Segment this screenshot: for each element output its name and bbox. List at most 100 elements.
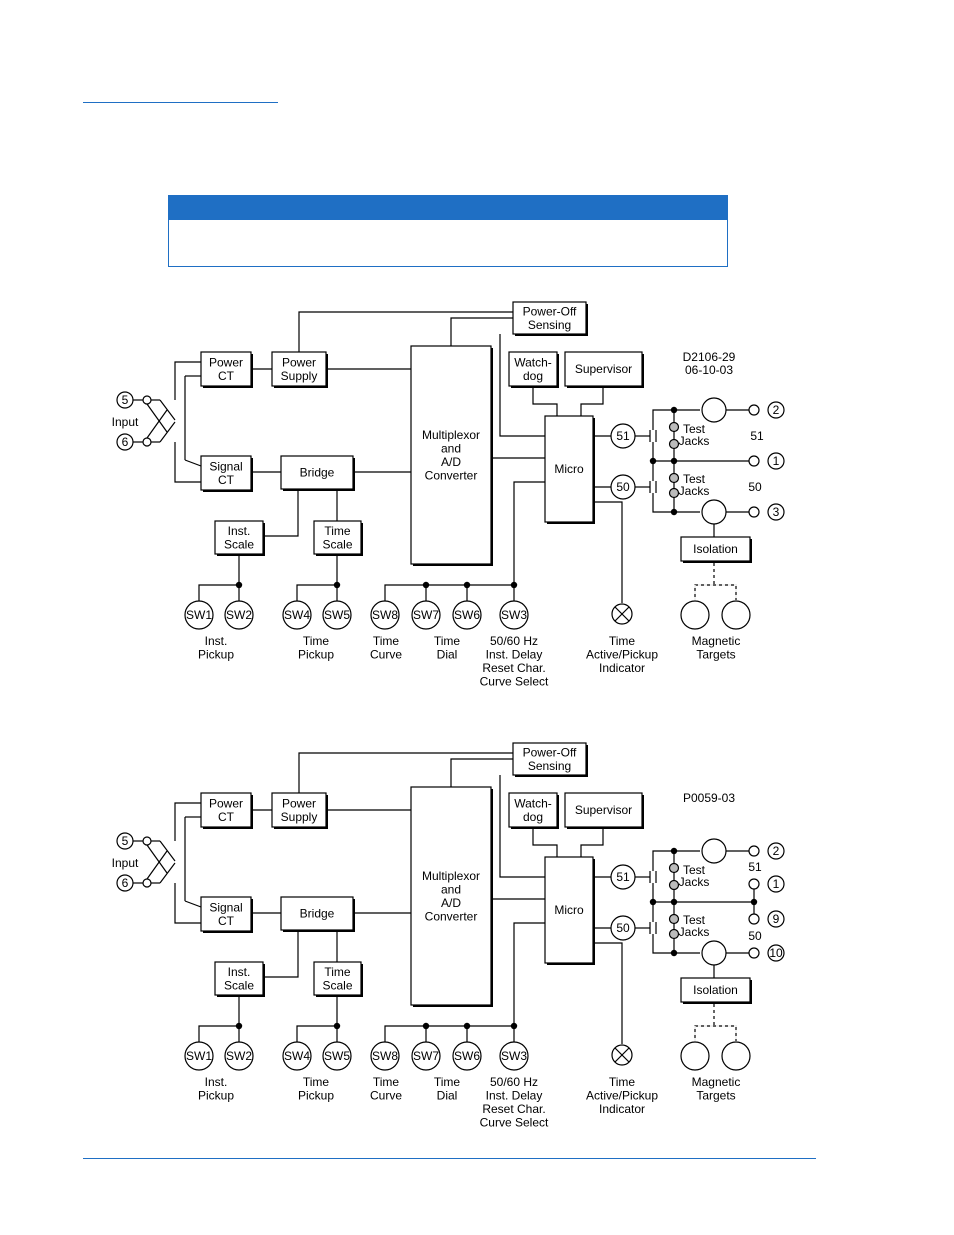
mux-converter-block-label: A/D <box>441 455 461 469</box>
mux-converter-block-label: Multiplexor <box>422 428 480 442</box>
wire <box>198 584 240 601</box>
wire <box>499 775 545 878</box>
junction-dot <box>235 581 243 589</box>
wire <box>593 942 623 1044</box>
wire <box>298 311 513 352</box>
time-dial-label-line: Dial <box>437 1089 458 1103</box>
junction-dot <box>463 581 471 589</box>
power-supply-block-label: Supply <box>281 810 318 824</box>
switch-sw2-label: SW2 <box>226 608 252 622</box>
input-label: Input <box>112 415 139 429</box>
inst-scale-block <box>214 520 264 555</box>
switch-sw6-label: SW6 <box>454 608 480 622</box>
power-off-sensing-block-label: Power-Off <box>523 304 577 318</box>
wire <box>298 752 513 793</box>
magnetic-target-1 <box>680 600 710 630</box>
indicator-label-line: Indicator <box>599 661 645 675</box>
supervisor-block-label: Supervisor <box>575 803 632 817</box>
wire <box>174 442 201 483</box>
magnetic-targets-label-line: Targets <box>696 1089 735 1103</box>
test-jacks-label-upper-line: Test <box>683 422 706 436</box>
terminal-2 <box>767 401 785 419</box>
terminal-3 <box>767 503 785 521</box>
terminal-stud <box>748 506 760 518</box>
switch-sw4-label: SW4 <box>284 1049 310 1063</box>
mux-converter-block-label: Multiplexor <box>422 869 480 883</box>
test-jack <box>668 487 680 499</box>
wire <box>580 827 604 857</box>
terminal-9 <box>767 910 785 928</box>
terminal-stud <box>748 404 760 416</box>
mux-converter-block <box>410 345 492 565</box>
indicator-label-line: Active/Pickup <box>586 648 658 662</box>
dashed-gap <box>694 1025 737 1041</box>
junction-dot <box>463 1022 471 1030</box>
terminal-stud <box>748 913 760 925</box>
terminal-stud <box>748 455 760 467</box>
wire <box>384 584 515 601</box>
diagram-ref-date: 06-10-03 <box>685 363 733 377</box>
watchdog-block-label: Watch- <box>514 355 552 369</box>
time-pickup-label-line: Time <box>303 1075 330 1089</box>
sw3-function-label-line: Curve Select <box>480 675 549 689</box>
test-jacks-label-lower-line: Test <box>683 913 706 927</box>
power-ct-block-label: Power <box>209 796 243 810</box>
target-coil-51 <box>701 838 727 864</box>
test-jack <box>668 862 680 874</box>
wire <box>580 386 604 416</box>
power-ct-block-label: CT <box>218 369 235 383</box>
sw3-function-label-line: 50/60 Hz <box>490 1075 538 1089</box>
sw3-function-label-line: Curve Select <box>480 1116 549 1130</box>
sw3-function-label-line: Reset Char. <box>482 661 545 675</box>
time-curve-label-line: Curve <box>370 648 402 662</box>
junction-dot <box>750 898 758 906</box>
input-label: Input <box>112 856 139 870</box>
magnetic-target-1 <box>680 1041 710 1071</box>
switch-sw7-label: SW7 <box>413 608 439 622</box>
terminal-3-label: 3 <box>773 505 780 519</box>
wire <box>652 934 700 954</box>
wire <box>384 1025 515 1042</box>
power-off-sensing-block-label: Power-Off <box>523 745 577 759</box>
time-dial-label-line: Time <box>434 1075 461 1089</box>
inst-pickup-label-line: Inst. <box>205 1075 228 1089</box>
sw3-function-label-line: Inst. Delay <box>486 1089 543 1103</box>
test-jacks-label-lower-line: Jacks <box>679 484 710 498</box>
input-stud <box>142 437 152 447</box>
inst-scale-block-label: Inst. <box>228 965 251 979</box>
indicator-label-line: Indicator <box>599 1102 645 1116</box>
input-terminal-6-label: 6 <box>122 876 129 890</box>
time-curve-label-line: Time <box>373 1075 400 1089</box>
time-pickup-label-line: Pickup <box>298 648 334 662</box>
power-supply-block <box>271 351 327 387</box>
junction-dot <box>670 949 678 957</box>
bridge-block-label: Bridge <box>300 907 335 921</box>
isolation-block <box>680 977 751 1003</box>
test-jack <box>668 913 680 925</box>
inst-scale-block <box>214 961 264 996</box>
wire <box>694 584 737 600</box>
wire <box>159 421 176 443</box>
isolation-block-label: Isolation <box>693 983 738 997</box>
magnetic-targets-label-line: Targets <box>696 648 735 662</box>
time-curve-label-line: Curve <box>370 1089 402 1103</box>
switch-sw8-label: SW8 <box>372 608 398 622</box>
wire <box>513 922 545 1026</box>
wire <box>614 1047 630 1063</box>
power-ct-block-label: Power <box>209 355 243 369</box>
junction-dot <box>235 1022 243 1030</box>
wire <box>614 606 630 622</box>
diagram-ref-id: D2106-29 <box>683 350 736 364</box>
output-50-label: 50 <box>616 480 630 494</box>
contact-51-label: 51 <box>748 860 762 874</box>
wire <box>296 584 338 601</box>
input-terminal-5-label: 5 <box>122 393 129 407</box>
wire <box>146 850 168 880</box>
input-stud <box>142 836 152 846</box>
power-ct-block-label: CT <box>218 810 235 824</box>
power-ct-block <box>200 792 252 828</box>
sw3-function-label-line: 50/60 Hz <box>490 634 538 648</box>
switch-sw4-label: SW4 <box>284 608 310 622</box>
output-51-label: 51 <box>616 870 630 884</box>
